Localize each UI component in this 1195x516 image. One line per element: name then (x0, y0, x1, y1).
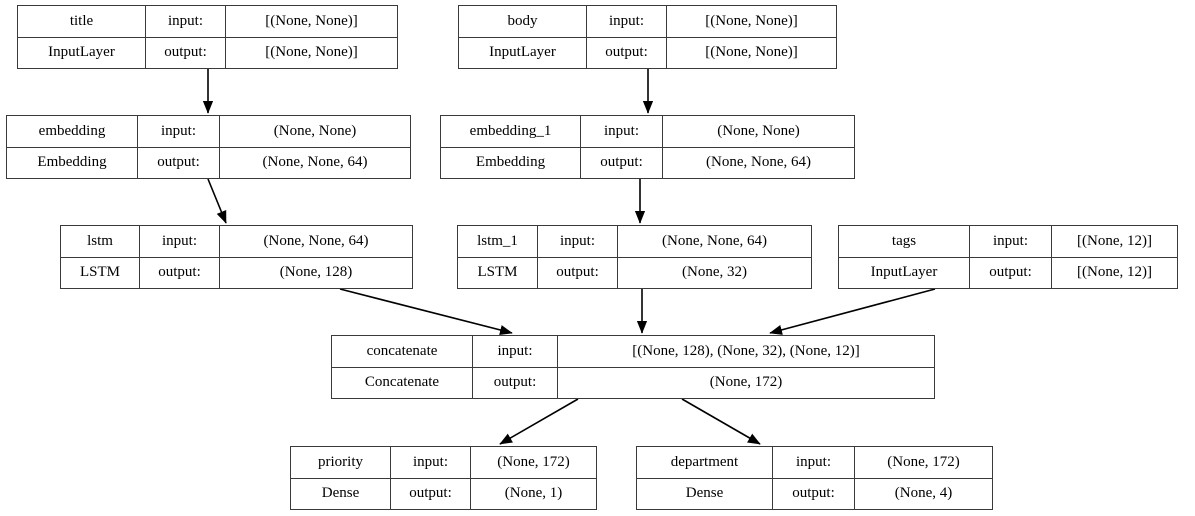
node-embedding-input-label: input: (138, 116, 220, 147)
node-title-output-label: output: (146, 37, 226, 68)
node-embedding-layer-name: embedding (7, 116, 138, 147)
node-concatenate-input-label: input: (473, 336, 558, 367)
node-department-output-shape: (None, 4) (894, 485, 953, 502)
node-embedding_1-layer-type: Embedding (441, 147, 581, 178)
node-tags-input-label: input: (970, 226, 1052, 257)
node-concatenate-layer-name: concatenate (332, 336, 473, 367)
node-priority-layer-name: priority (291, 447, 391, 478)
node-tags-layer-name: tags (839, 226, 970, 257)
node-department-output-label: output: (773, 478, 855, 509)
node-title-layer-type: InputLayer (18, 37, 146, 68)
node-body-layer-name: body (459, 6, 587, 37)
node-title-input-label: input: (146, 6, 226, 37)
node-tags-input-shape: [(None, 12)] (1077, 232, 1152, 249)
node-concatenate-layer-type: Concatenate (332, 367, 473, 398)
edge-concatenate-to-priority (499, 398, 579, 445)
node-title-layer-name: title (18, 6, 146, 37)
edge-embedding-to-lstm (207, 178, 227, 224)
node-tags-output-shape: [(None, 12)] (1077, 264, 1152, 281)
node-body-output-label: output: (587, 37, 667, 68)
node-priority-layer-type: Dense (291, 478, 391, 509)
node-body-input-label: input: (587, 6, 667, 37)
node-lstm-layer-type: LSTM (61, 257, 140, 288)
node-lstm_1-input-label: input: (538, 226, 618, 257)
node-concatenate-output-label: output: (473, 367, 558, 398)
node-lstm_1-input-shape: (None, None, 64) (662, 232, 767, 249)
node-concatenate-input-shape: [(None, 128), (None, 32), (None, 12)] (632, 342, 860, 359)
node-embedding_1-output-shape: (None, None, 64) (706, 154, 811, 171)
node-embedding_1-output-label: output: (581, 147, 663, 178)
node-lstm_1-layer-type: LSTM (458, 257, 538, 288)
node-tags-output-label: output: (970, 257, 1052, 288)
node-lstm-output-label: output: (140, 257, 220, 288)
node-embedding-output-label: output: (138, 147, 220, 178)
node-embedding-layer-type: Embedding (7, 147, 138, 178)
node-tags-layer-type: InputLayer (839, 257, 970, 288)
node-concatenate-output-shape: (None, 172) (709, 374, 783, 391)
node-department-input-label: input: (773, 447, 855, 478)
edge-tags-to-concatenate (769, 288, 936, 335)
node-department-input-shape: (None, 172) (887, 453, 960, 470)
node-embedding-input-shape: (None, None) (273, 122, 357, 139)
node-lstm-layer-name: lstm (61, 226, 140, 257)
node-embedding_1-input-label: input: (581, 116, 663, 147)
node-department-layer-type: Dense (637, 478, 773, 509)
node-lstm-input-label: input: (140, 226, 220, 257)
node-priority-output-label: output: (391, 478, 471, 509)
node-lstm_1-output-shape: (None, 32) (682, 264, 747, 281)
node-body-output-shape: [(None, None)] (705, 44, 798, 61)
node-title-input-shape: [(None, None)] (265, 12, 358, 29)
node-lstm-output-shape: (None, 128) (279, 264, 353, 281)
node-lstm_1-layer-name: lstm_1 (458, 226, 538, 257)
node-body-input-shape: [(None, None)] (705, 12, 798, 29)
edge-lstm-to-concatenate (339, 288, 513, 335)
edge-concatenate-to-department (681, 398, 761, 445)
node-title-output-shape: [(None, None)] (265, 44, 358, 61)
node-priority-output-shape: (None, 1) (504, 485, 563, 502)
node-lstm-input-shape: (None, None, 64) (263, 232, 369, 249)
node-priority-input-shape: (None, 172) (497, 453, 570, 470)
node-embedding_1-input-shape: (None, None) (717, 122, 800, 139)
node-embedding_1-layer-name: embedding_1 (441, 116, 581, 147)
node-embedding-output-shape: (None, None, 64) (262, 154, 368, 171)
node-lstm_1-output-label: output: (538, 257, 618, 288)
node-body-layer-type: InputLayer (459, 37, 587, 68)
node-priority-input-label: input: (391, 447, 471, 478)
node-department-layer-name: department (637, 447, 773, 478)
